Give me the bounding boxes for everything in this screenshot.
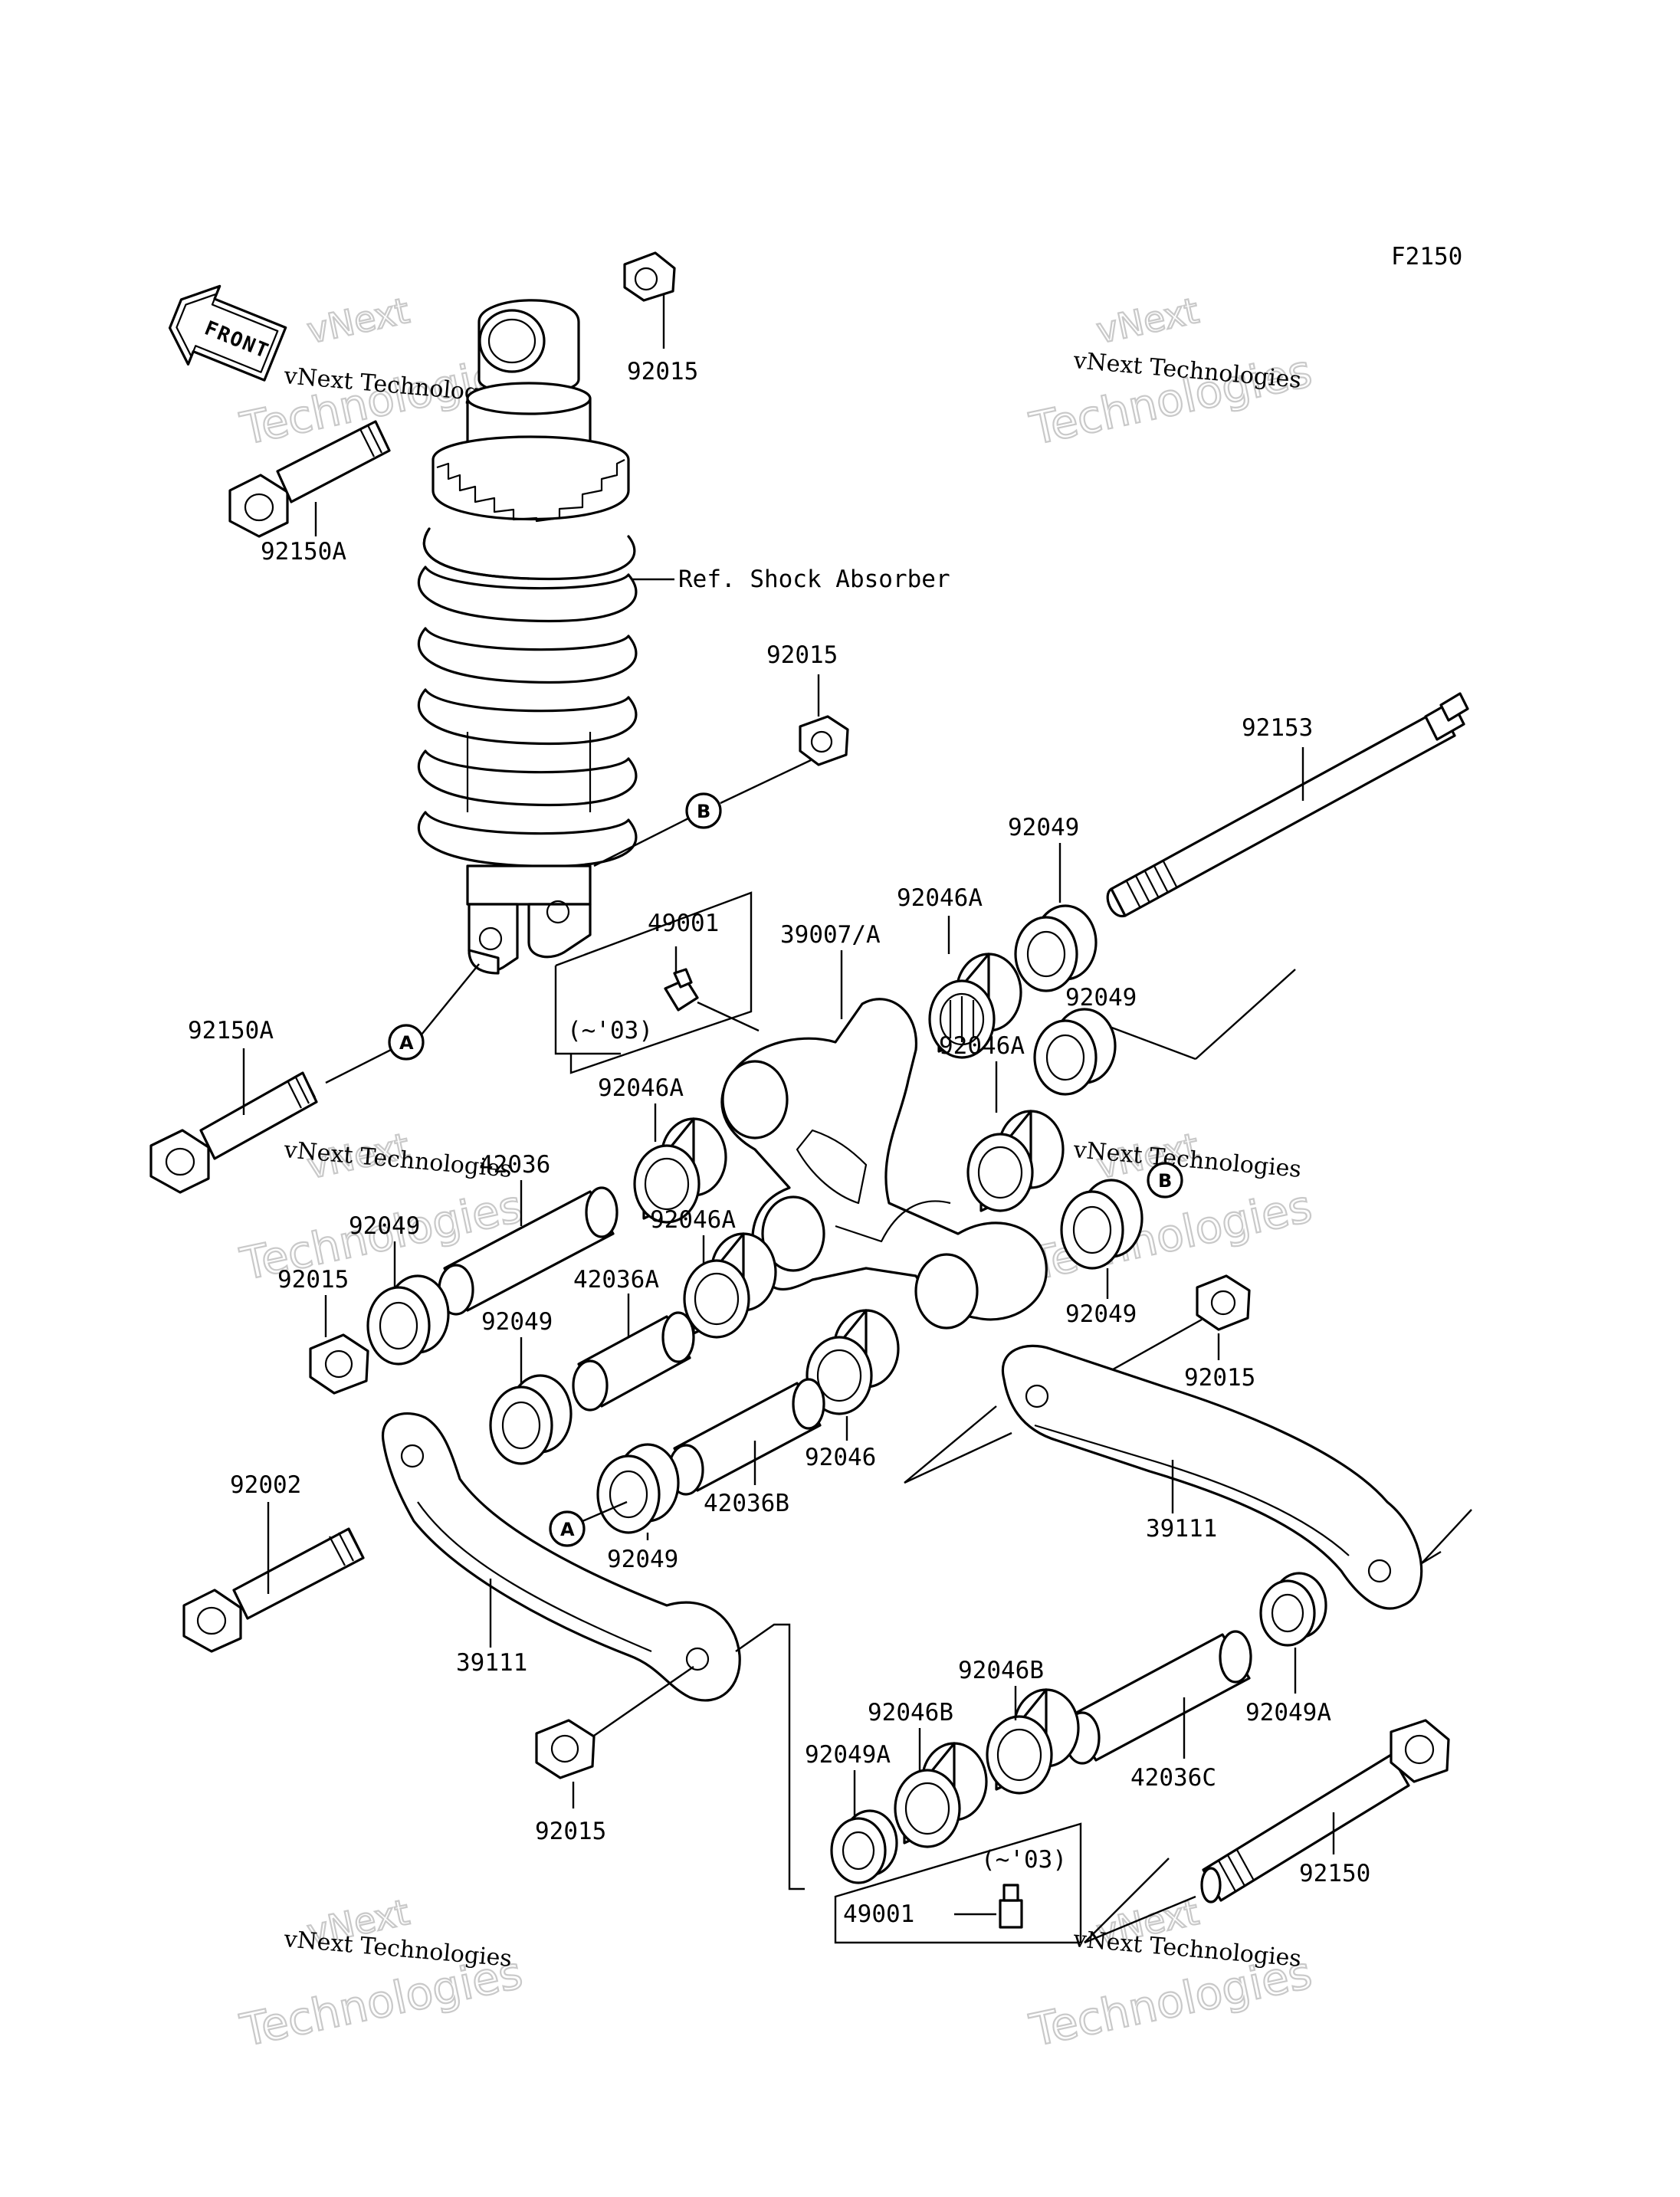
figure-code: F2150: [1391, 243, 1462, 271]
label-92046B-1: 92046B: [958, 1657, 1044, 1684]
washer-92049A-left: [830, 1809, 898, 1884]
watermark-bottom-left: vNext Technologies vNext Technologies: [235, 1890, 528, 2058]
sleeve-42036B: [668, 1378, 825, 1496]
washer-92049-top: [1014, 904, 1098, 992]
washer-92049-right: [1060, 1179, 1144, 1270]
sleeve-42036C: [1064, 1630, 1252, 1765]
label-39111-right: 39111: [1146, 1515, 1217, 1543]
bearing-92046A-2: [966, 1110, 1065, 1212]
rocker-arm-39007A: [720, 998, 1048, 1330]
label-92046B-2: 92046B: [868, 1699, 953, 1726]
bolt-92153: [1106, 692, 1469, 917]
watermark-top-right: vNext Technologies vNext Technologies: [1025, 289, 1317, 456]
bolt-92150A-top: [228, 420, 391, 538]
bearing-92046A-1: [928, 953, 1022, 1059]
sleeve-42036A: [572, 1311, 695, 1412]
label-42036C: 42036C: [1130, 1764, 1216, 1792]
label-92150: 92150: [1299, 1860, 1370, 1887]
bearing-92046A-4: [683, 1232, 777, 1339]
bearing-92046B-1: [986, 1688, 1080, 1795]
washer-92049-2: [1033, 1008, 1117, 1096]
watermark-bottom-right: vNext Technologies vNext Technologies: [1025, 1890, 1317, 2058]
label-92049-3: 92049: [349, 1212, 420, 1240]
label-92002: 92002: [230, 1471, 301, 1499]
grease-fitting-49001-bottom: [999, 1884, 1023, 1929]
nut-92015-bottom: [535, 1719, 596, 1779]
label-03-bottom: (~'03): [981, 1846, 1067, 1874]
label-92015-right: 92015: [1184, 1364, 1255, 1392]
bearing-92046B-2: [894, 1742, 988, 1848]
bearing-92046A-3: [633, 1117, 727, 1224]
tie-rod-39111-left: [382, 1412, 741, 1702]
label-42036A: 42036A: [573, 1266, 659, 1294]
label-92015-mid: 92015: [766, 641, 838, 669]
label-92015-left: 92015: [277, 1266, 349, 1294]
svg-text:B: B: [1158, 1170, 1172, 1192]
nut-92015-right: [1196, 1274, 1251, 1331]
tie-rod-39111-right: [1001, 1344, 1423, 1610]
svg-text:A: A: [399, 1032, 414, 1054]
washer-92049-5: [596, 1443, 680, 1534]
grease-fitting-49001-top: [664, 968, 699, 1012]
label-42036B: 42036B: [704, 1490, 789, 1517]
label-92046A-2: 92046A: [939, 1032, 1025, 1060]
label-92046A-3: 92046A: [598, 1074, 684, 1102]
label-39007A: 39007/A: [780, 921, 881, 949]
label-92046A-1: 92046A: [897, 884, 983, 912]
nut-92015-mid: [799, 715, 849, 766]
nut-92015-left: [309, 1333, 369, 1395]
washer-92049-3: [366, 1274, 450, 1366]
label-92046A-4: 92046A: [650, 1206, 736, 1234]
washer-92049-4: [489, 1374, 573, 1465]
label-92049-right: 92049: [1065, 1300, 1137, 1328]
label-92049-4: 92049: [481, 1308, 553, 1336]
label-92015-top: 92015: [627, 358, 698, 385]
svg-text:B: B: [697, 801, 710, 822]
marker-a-top: A: [388, 1024, 425, 1061]
front-arrow-icon: FRONT: [168, 284, 287, 382]
label-49001-top: 49001: [648, 910, 719, 937]
label-92049A-left: 92049A: [805, 1741, 891, 1769]
marker-b-bottom: B: [1147, 1162, 1183, 1199]
svg-text:vNext: vNext: [1093, 290, 1203, 352]
bolt-92150A-left: [149, 1071, 318, 1194]
label-92150A-left: 92150A: [188, 1017, 274, 1044]
washer-92049A-right: [1259, 1572, 1327, 1647]
label-92049-2: 92049: [1065, 984, 1137, 1012]
label-49001-bottom: 49001: [843, 1900, 914, 1928]
bolt-92150: [1200, 1719, 1450, 1904]
nut-92015-top: [623, 251, 676, 302]
label-92049A-right: 92049A: [1245, 1699, 1331, 1726]
label-92150A-top: 92150A: [261, 538, 346, 566]
label-92153: 92153: [1242, 714, 1313, 742]
label-92046: 92046: [805, 1444, 876, 1471]
label-03-top: (~'03): [567, 1017, 653, 1044]
svg-text:vNext: vNext: [304, 290, 413, 352]
ref-shock-absorber-label: Ref. Shock Absorber: [678, 566, 950, 593]
label-92015-bottom: 92015: [535, 1818, 606, 1845]
label-39111-left: 39111: [456, 1649, 527, 1677]
label-42036: 42036: [479, 1151, 550, 1179]
bolt-92002: [182, 1527, 365, 1653]
svg-text:A: A: [560, 1519, 575, 1540]
shock-absorber: [417, 299, 638, 975]
label-92049-5: 92049: [607, 1546, 678, 1573]
label-92049-top: 92049: [1008, 814, 1079, 841]
marker-b-top: B: [685, 792, 722, 829]
marker-a-bottom: A: [549, 1510, 586, 1547]
